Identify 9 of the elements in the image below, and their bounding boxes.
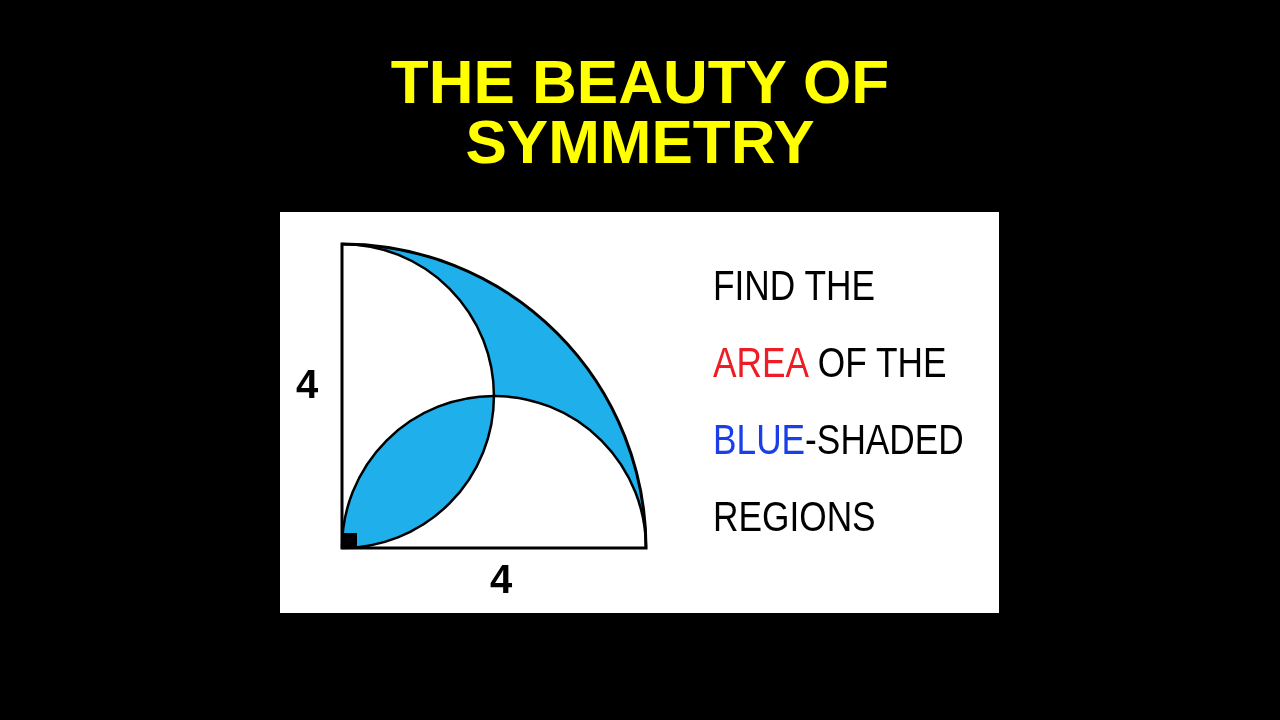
dimension-label: 4 <box>296 362 319 407</box>
question-text: REGIONS <box>713 491 876 541</box>
question-text: OF THE <box>817 337 947 387</box>
title: THE BEAUTY OF SYMMETRY <box>389 52 891 172</box>
question-text: AREA <box>713 337 810 387</box>
question-text: BLUE <box>713 414 806 464</box>
question-text: FIND THE <box>713 260 875 310</box>
dimension-label: 4 <box>490 557 513 602</box>
question-text: -SHADED <box>805 414 964 464</box>
